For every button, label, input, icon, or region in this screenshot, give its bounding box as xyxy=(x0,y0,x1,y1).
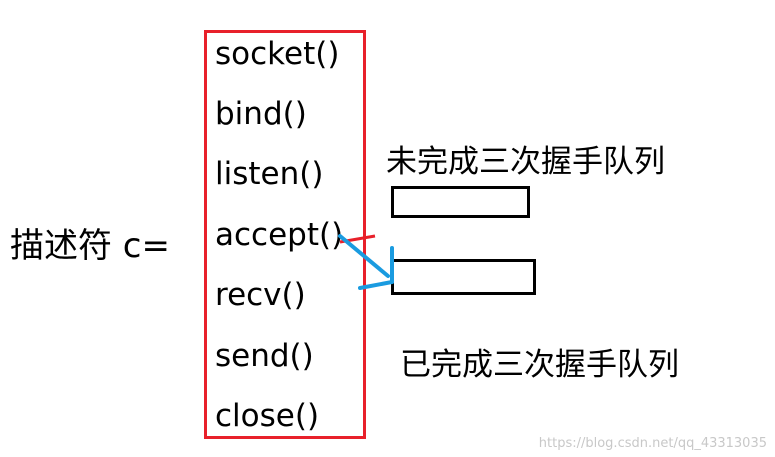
function-send: send() xyxy=(215,338,314,374)
incomplete-queue-label: 未完成三次握手队列 xyxy=(386,144,665,180)
function-bind: bind() xyxy=(215,96,307,132)
function-close: close() xyxy=(215,398,320,434)
function-recv: recv() xyxy=(215,277,306,313)
function-list-box: socket() bind() listen() accept() recv()… xyxy=(204,30,366,439)
descriptor-label: 描述符 c= xyxy=(10,226,170,266)
function-socket: socket() xyxy=(215,36,340,72)
complete-queue-box xyxy=(391,259,536,295)
blue-arrow-shaft xyxy=(338,234,390,278)
incomplete-queue-box xyxy=(391,186,530,218)
complete-queue-label: 已完成三次握手队列 xyxy=(400,347,679,383)
blue-arrow-head-horizontal xyxy=(358,280,394,290)
function-accept: accept() xyxy=(215,217,344,253)
function-listen: listen() xyxy=(215,156,324,192)
watermark: https://blog.csdn.net/qq_43313035 xyxy=(538,436,767,451)
